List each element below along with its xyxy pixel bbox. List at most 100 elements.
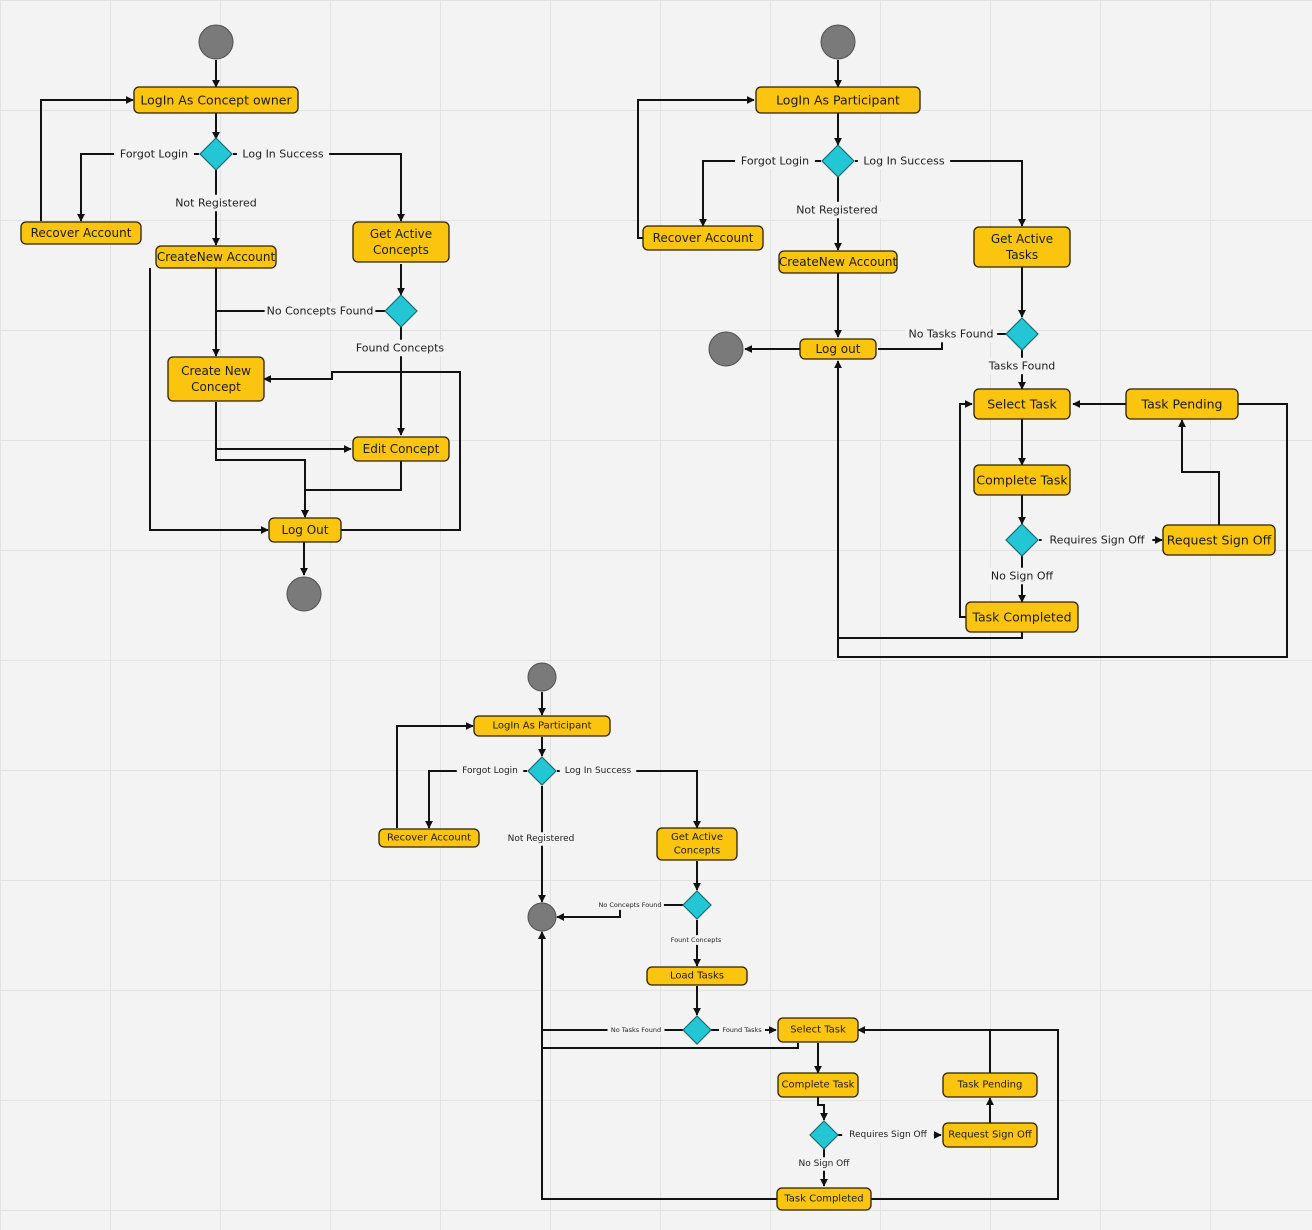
action-label: Request Sign Off [948, 1130, 1033, 1141]
edge-label-no-tasks: No Tasks Found [611, 1026, 661, 1034]
action-request-signoff: Request Sign Off [942, 1122, 1038, 1148]
action-label: Get Active [370, 227, 432, 241]
edge-label-no-signoff: No Sign Off [799, 1159, 851, 1169]
label-background [502, 832, 580, 846]
label-background [169, 194, 263, 212]
action-login: LogIn As Participant [755, 86, 921, 114]
action-load-tasks: Load Tasks [646, 966, 748, 986]
flow-edge [215, 449, 309, 518]
action-label: Concept [191, 380, 241, 394]
flow-edge [40, 96, 134, 221]
decision-login [821, 144, 855, 178]
action-label: Task Pending [957, 1080, 1023, 1091]
action-label: Select Task [987, 397, 1057, 412]
action-label: Task Pending [1141, 397, 1223, 412]
flow-edge [263, 371, 461, 531]
action-label: LogIn As Concept owner [140, 93, 292, 108]
action-select-task: Select Task [973, 388, 1071, 420]
action-create-account: CreateNew Account [778, 250, 898, 274]
label-background [718, 1025, 766, 1035]
edges-layer [40, 60, 1288, 1200]
flow-edge [396, 722, 474, 828]
edge-label-forgot-login: Forgot Login [120, 148, 188, 161]
flow-edge [871, 1029, 1059, 1200]
label-background [1041, 531, 1153, 549]
label-background [114, 145, 194, 163]
label-background [607, 1025, 665, 1035]
action-label: Complete Task [976, 473, 1068, 488]
action-task-completed: Task Completed [776, 1187, 872, 1211]
flow-edge [425, 770, 527, 829]
start-node [527, 662, 557, 692]
flow-edge [834, 360, 1023, 639]
action-label: Recover Account [31, 226, 132, 240]
flow-edge [1178, 419, 1220, 525]
action-logout: Log Out [268, 517, 342, 543]
decision-login [527, 756, 557, 786]
flow-edge [215, 402, 352, 453]
decision-login [199, 137, 233, 171]
label-background [790, 201, 884, 219]
action-task-completed: Task Completed [965, 601, 1079, 633]
action-edit-concept: Edit Concept [352, 436, 450, 462]
label-background [264, 302, 376, 320]
flow-edge [149, 268, 269, 534]
flow-edge [857, 1026, 991, 1073]
action-recover: Recover Account [642, 225, 764, 251]
edge-label-no-signoff: No Sign Off [991, 570, 1054, 583]
edge-label-requires-signoff: Requires Sign Off [1050, 534, 1145, 547]
decision-signoff [809, 1120, 839, 1150]
edge-label-forgot-login: Forgot Login [741, 155, 809, 168]
action-label: Recover Account [653, 231, 754, 245]
edge-label-forgot-login: Forgot Login [462, 766, 518, 776]
action-label: Log Out [281, 523, 328, 537]
flow-edge [837, 403, 1288, 658]
flow-edge [959, 400, 973, 618]
edge-label-found-tasks: Found Tasks [722, 1026, 762, 1034]
label-background [904, 325, 998, 343]
label-background [667, 935, 725, 945]
decision-concepts [384, 294, 418, 328]
action-label: Concepts [373, 243, 429, 257]
action-label: Complete Task [782, 1080, 855, 1091]
flow-edge [542, 1043, 799, 1049]
label-background [842, 1128, 934, 1142]
action-task-pending: Task Pending [942, 1072, 1038, 1098]
flow-edge [557, 770, 701, 829]
label-background [559, 764, 637, 778]
label-background [596, 900, 664, 910]
edge-label-no-tasks: No Tasks Found [908, 328, 993, 341]
label-background [735, 152, 815, 170]
action-label: Request Sign Off [1167, 533, 1272, 548]
action-label: Tasks [1005, 248, 1038, 262]
action-label: LogIn As Participant [492, 721, 591, 732]
end-node [286, 576, 322, 612]
label-background [456, 764, 524, 778]
flow-edge [817, 1097, 828, 1121]
edge-label-tasks-found: Tasks Found [988, 360, 1056, 373]
decision-concepts [682, 890, 712, 920]
action-recover: Recover Account [20, 221, 142, 245]
flow-edge [538, 931, 777, 1200]
action-label: Get Active [991, 232, 1053, 246]
action-complete-task: Complete Task [777, 1072, 859, 1098]
action-login: LogIn As Concept owner [133, 86, 299, 114]
decision-signoff [1005, 523, 1039, 557]
label-background [236, 145, 330, 163]
edge-label-requires-signoff: Requires Sign Off [849, 1130, 927, 1140]
flow-edge [301, 461, 402, 518]
label-background [985, 567, 1059, 585]
edge-label-no-concepts: No Concepts Found [598, 901, 661, 909]
action-label: Get Active [671, 832, 723, 843]
action-task-pending: Task Pending [1125, 388, 1239, 420]
edge-label-not-registered: Not Registered [508, 834, 575, 844]
action-label: Recover Account [387, 833, 471, 844]
action-complete-task: Complete Task [973, 464, 1071, 496]
action-label: LogIn As Participant [776, 93, 900, 108]
action-label: CreateNew Account [779, 255, 898, 269]
